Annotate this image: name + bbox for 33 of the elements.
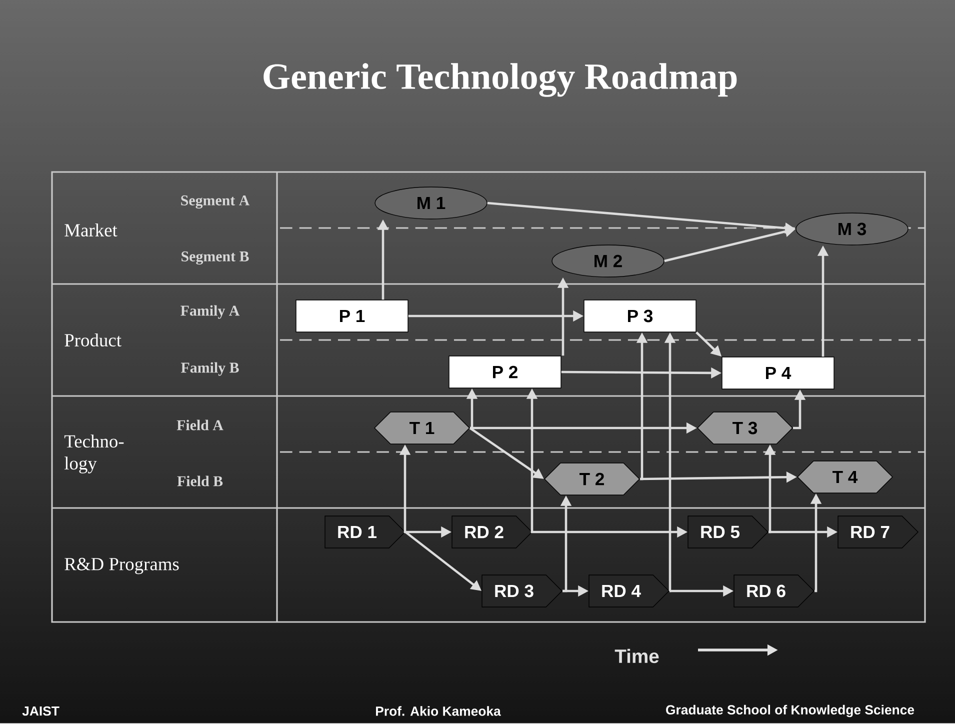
title: Generic Technology Roadmap bbox=[264, 63, 737, 97]
oval-node: M 2 bbox=[552, 244, 664, 278]
product-box: P 2 bbox=[448, 356, 562, 388]
row-label: Product bbox=[64, 334, 122, 346]
footer-text: Prof. Akio Kameoka bbox=[376, 706, 501, 716]
lane-label: Family A bbox=[180, 305, 240, 319]
hexagon-node: T 4 bbox=[797, 460, 893, 494]
hexagon-node: T 1 bbox=[374, 412, 470, 444]
lane-label: Field A bbox=[176, 420, 224, 430]
lane-label: Family B bbox=[181, 362, 239, 376]
footer-text: JAIST bbox=[22, 706, 60, 716]
hexagon-node: T 3 bbox=[697, 412, 793, 444]
row-label: R&D Programs bbox=[64, 558, 179, 574]
oval-node: M 3 bbox=[796, 212, 908, 246]
pentagon-arrow-node: RD 1 bbox=[324, 516, 406, 548]
product-box: P 1 bbox=[296, 300, 408, 332]
pentagon-arrow-node: RD 6 bbox=[734, 574, 814, 608]
row-label: Market bbox=[64, 224, 118, 237]
lane-label: Segment A bbox=[181, 195, 250, 209]
axis-label: Time bbox=[614, 648, 659, 664]
product-box: P 3 bbox=[584, 300, 696, 332]
pentagon-arrow-node: RD 5 bbox=[688, 516, 768, 548]
pentagon-arrow-node: RD 2 bbox=[452, 516, 532, 548]
pentagon-arrow-node: RD 4 bbox=[588, 574, 670, 608]
hexagon-node: T 2 bbox=[544, 462, 640, 496]
lane-label: Field B bbox=[177, 476, 223, 486]
oval-node: M 1 bbox=[374, 186, 488, 220]
pentagon-arrow-node: RD 3 bbox=[482, 574, 562, 608]
lane-label: Segment B bbox=[182, 251, 249, 265]
pentagon-arrow-node: RD 7 bbox=[838, 516, 918, 548]
product-box: P 4 bbox=[722, 356, 834, 390]
row-label: Techno- logy bbox=[64, 434, 124, 474]
footer-text: Graduate School of Knowledge Science bbox=[666, 704, 914, 718]
